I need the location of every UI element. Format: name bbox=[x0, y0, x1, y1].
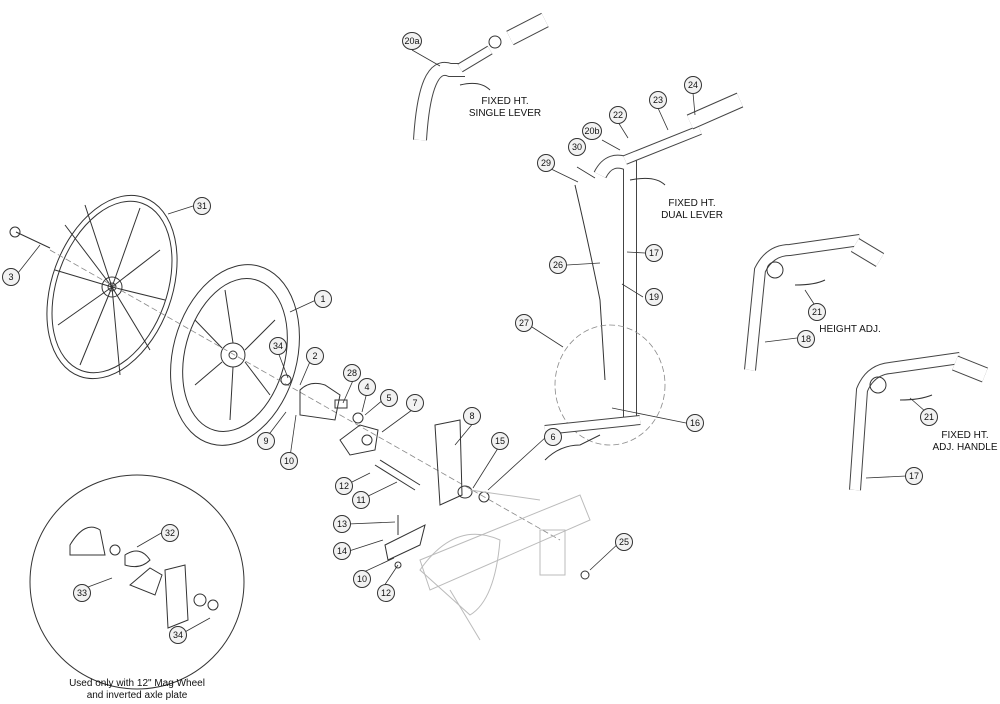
callout-8: 8 bbox=[463, 407, 481, 425]
axle-bolt bbox=[9, 226, 51, 249]
callout-25: 25 bbox=[615, 533, 633, 551]
callout-19: 19 bbox=[645, 288, 663, 306]
callout-2: 2 bbox=[306, 347, 324, 365]
callout-26: 26 bbox=[549, 256, 567, 274]
callout-16: 16 bbox=[686, 414, 704, 432]
callout-4: 4 bbox=[358, 378, 376, 396]
caption-adj-handle-line1: FIXED HT. bbox=[941, 430, 989, 441]
mag-wheel bbox=[170, 264, 300, 446]
push-handle-dual-lever bbox=[544, 92, 744, 461]
callout-7: 7 bbox=[406, 394, 424, 412]
callout-13: 13 bbox=[333, 515, 351, 533]
callout-31: 31 bbox=[193, 197, 211, 215]
spoked-wheel bbox=[46, 194, 178, 380]
callout-3: 3 bbox=[2, 268, 20, 286]
callout-14: 14 bbox=[333, 542, 351, 560]
caption-mag-wheel-note-line1: Used only with 12" Mag Wheel bbox=[69, 678, 205, 689]
callout-17: 17 bbox=[905, 467, 923, 485]
handle-variant-height-adj bbox=[744, 234, 885, 371]
callout-34: 34 bbox=[169, 626, 187, 644]
callout-22: 22 bbox=[609, 106, 627, 124]
callout-34: 34 bbox=[269, 337, 287, 355]
axle-hardware bbox=[280, 374, 490, 506]
callout-33: 33 bbox=[73, 584, 91, 602]
detail-circle bbox=[29, 474, 245, 690]
caption-dual-lever-line1: FIXED HT. bbox=[668, 198, 716, 209]
caption-height-adj: HEIGHT ADJ. bbox=[819, 324, 881, 335]
caption-adj-handle-line2: ADJ. HANDLE bbox=[932, 442, 998, 453]
callout-6: 6 bbox=[544, 428, 562, 446]
caption-single-lever-line2: SINGLE LEVER bbox=[468, 108, 542, 119]
callout-23: 23 bbox=[649, 91, 667, 109]
callout-32: 32 bbox=[161, 524, 179, 542]
callout-10: 10 bbox=[353, 570, 371, 588]
callout-18: 18 bbox=[797, 330, 815, 348]
callout-10: 10 bbox=[280, 452, 298, 470]
callout-21: 21 bbox=[808, 303, 826, 321]
callout-27: 27 bbox=[515, 314, 533, 332]
caption-mag-wheel-note: Used only with 12" Mag Wheel and inverte… bbox=[69, 678, 205, 702]
callout-12: 12 bbox=[335, 477, 353, 495]
callout-15: 15 bbox=[491, 432, 509, 450]
callout-12: 12 bbox=[377, 584, 395, 602]
push-handle-single-lever bbox=[413, 12, 549, 141]
callout-17: 17 bbox=[645, 244, 663, 262]
caption-dual-lever: FIXED HT. DUAL LEVER bbox=[661, 198, 723, 222]
callout-20a: 20a bbox=[402, 32, 422, 50]
caption-single-lever: FIXED HT. SINGLE LEVER bbox=[469, 96, 541, 120]
callout-30: 30 bbox=[568, 138, 586, 156]
callout-24: 24 bbox=[684, 76, 702, 94]
frame bbox=[419, 489, 591, 641]
callout-29: 29 bbox=[537, 154, 555, 172]
caption-single-lever-line1: FIXED HT. bbox=[481, 96, 529, 107]
callout-9: 9 bbox=[257, 432, 275, 450]
caption-dual-lever-line2: DUAL LEVER bbox=[661, 210, 723, 221]
callout-28: 28 bbox=[343, 364, 361, 382]
callout-11: 11 bbox=[352, 491, 370, 509]
anti-tip-bracket bbox=[384, 515, 590, 580]
caption-mag-wheel-note-line2: and inverted axle plate bbox=[86, 690, 188, 701]
leader-lines bbox=[17, 49, 927, 634]
callout-20b: 20b bbox=[582, 122, 602, 140]
callout-1: 1 bbox=[314, 290, 332, 308]
handle-variant-adj-handle bbox=[849, 352, 988, 491]
callout-5: 5 bbox=[380, 389, 398, 407]
caption-adj-handle: FIXED HT. ADJ. HANDLE bbox=[932, 430, 997, 454]
callout-21: 21 bbox=[920, 408, 938, 426]
